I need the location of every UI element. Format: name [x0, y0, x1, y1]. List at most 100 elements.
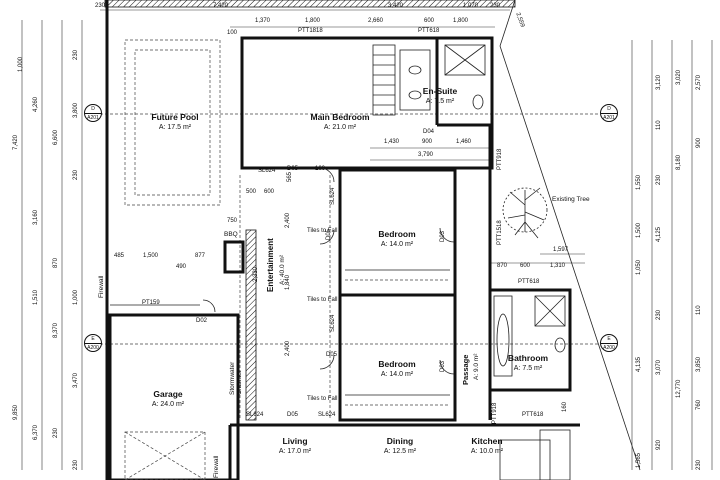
- dimension-label: 4,260: [33, 96, 39, 112]
- door-tag: D05: [326, 228, 332, 240]
- dimension-label: 1,050: [636, 259, 642, 275]
- dimension-label: 1,310: [550, 263, 566, 269]
- door-tag: D03: [440, 360, 446, 372]
- window-tag: PTT618: [522, 412, 544, 418]
- window-tag: PTT618: [518, 279, 540, 285]
- dimension-label: 920: [656, 439, 662, 450]
- room-area-bedroom-1: A: 14.0 m²: [380, 241, 414, 248]
- window-tag: PTT1518: [497, 220, 503, 245]
- room-name-bedroom-1: Bedroom: [378, 229, 416, 239]
- dimension-label: 2,570: [696, 74, 702, 90]
- room-area-dining: A: 12.5 m²: [383, 448, 417, 455]
- room-name-bathroom: Bathroom: [507, 353, 549, 363]
- dimension-label: 100: [315, 166, 326, 172]
- door-tag: SL624: [246, 412, 264, 418]
- dimension-label: 600: [424, 18, 435, 24]
- room-area-garage: A: 24.0 m²: [151, 401, 185, 408]
- dimension-label: 1,550: [636, 174, 642, 190]
- room-area-en-suite: A: 7.5 m²: [425, 98, 455, 105]
- dimension-label: 490: [176, 264, 187, 270]
- dimension-label: 870: [53, 257, 59, 268]
- dimension-label: 3,020: [676, 69, 682, 85]
- room-area-passage: A: 9.0 m²: [473, 353, 480, 380]
- dimension-label: 1,597: [553, 247, 569, 253]
- dimension-label: 230: [95, 3, 106, 9]
- dimension-label: 230: [53, 427, 59, 438]
- tiles-to-fall-label-3: Tiles to Fall: [307, 396, 338, 402]
- room-name-dining: Dining: [386, 436, 414, 446]
- room-area-living: A: 17.0 m²: [278, 448, 312, 455]
- door-tag: D05: [326, 352, 338, 358]
- dimension-label: 230: [73, 169, 79, 180]
- dimension-label: 750: [227, 218, 238, 224]
- tiles-to-fall-label-2: Tiles to Fall: [307, 297, 338, 303]
- dimension-label: 4,125: [656, 226, 662, 242]
- dimension-label: 230: [656, 309, 662, 320]
- boundary-hatch: [104, 0, 516, 8]
- existing-tree-label: Existing Tree: [552, 196, 590, 203]
- dimension-label: 1,430: [384, 139, 400, 145]
- dimension-label: 6,370: [33, 424, 39, 440]
- dimension-label: 1,500: [143, 253, 159, 259]
- dimension-label: 600: [520, 263, 531, 269]
- room-area-bedroom-2: A: 14.0 m²: [380, 371, 414, 378]
- dimension-label: 1,510: [33, 289, 39, 305]
- dimension-label: 8,180: [676, 154, 682, 170]
- dimension-label: 2,400: [285, 340, 291, 356]
- room-area-kitchen: A: 10.0 m²: [470, 448, 504, 455]
- dimension-label: 3,160: [33, 209, 39, 225]
- dimension-label: 3,420: [388, 3, 404, 9]
- dimension-label: 230: [696, 459, 702, 470]
- room-area-bathroom: A: 7.5 m²: [513, 365, 543, 372]
- dimension-label: 3,120: [656, 74, 662, 90]
- room-name-entertainment: Entertainment: [266, 238, 275, 292]
- dimension-label: 160: [562, 401, 568, 412]
- firewall-label-upper: Firewall: [98, 275, 105, 298]
- dimension-label: 760: [696, 399, 702, 410]
- stormwater-channel-label: Stormwater Channel: [229, 361, 243, 395]
- dimension-label: 110: [656, 120, 662, 130]
- door-tag: SL624: [258, 168, 276, 174]
- dimension-label: 230: [656, 174, 662, 185]
- bbq-unit: [223, 240, 245, 274]
- dimension-label: 1,370: [255, 18, 271, 24]
- existing-tree-symbol: [502, 187, 548, 239]
- dimension-label: 500: [246, 189, 257, 195]
- door-tag: D04: [423, 129, 435, 135]
- firewall-label-lower: Firewall: [213, 455, 220, 478]
- dimension-label: 1,840: [285, 274, 291, 290]
- dimension-label: 230: [490, 3, 501, 9]
- room-name-bedroom-2: Bedroom: [378, 359, 416, 369]
- window-tag: PTT918: [492, 402, 498, 424]
- dimension-label: 2,330: [253, 266, 259, 282]
- dimension-label: 1,000: [18, 56, 24, 72]
- dimension-label: 1,800: [305, 18, 321, 24]
- dimension-label: 900: [422, 139, 433, 145]
- dimension-label: 230: [73, 459, 79, 470]
- door-tag: SL624: [330, 314, 336, 332]
- dimension-label: 870: [497, 263, 508, 269]
- window-tag: PTT1818: [298, 28, 323, 34]
- dimension-label: 3,800: [73, 102, 79, 118]
- door-tag: D03: [440, 230, 446, 242]
- dimension-label: 12,770: [676, 379, 682, 398]
- dimension-label: 1,000: [73, 289, 79, 305]
- door-tag: SL624: [318, 412, 336, 418]
- door-tag: D05: [287, 166, 299, 172]
- dimension-label: 3,790: [418, 152, 434, 158]
- bathroom-walls: [488, 288, 572, 392]
- room-name-garage: Garage: [153, 389, 183, 399]
- dimension-label: 877: [195, 253, 206, 259]
- dimension-label: 485: [114, 253, 125, 259]
- door-tag: D05: [287, 412, 299, 418]
- dimension-label: 1,800: [453, 18, 469, 24]
- dimension-label: 900: [696, 137, 702, 148]
- dimension-label: 600: [264, 189, 275, 195]
- room-name-kitchen: Kitchen: [471, 436, 503, 446]
- stormwater-channel: [245, 229, 257, 421]
- dimension-label: 110: [696, 305, 702, 315]
- room-area-future-pool: A: 17.5 m²: [158, 124, 192, 131]
